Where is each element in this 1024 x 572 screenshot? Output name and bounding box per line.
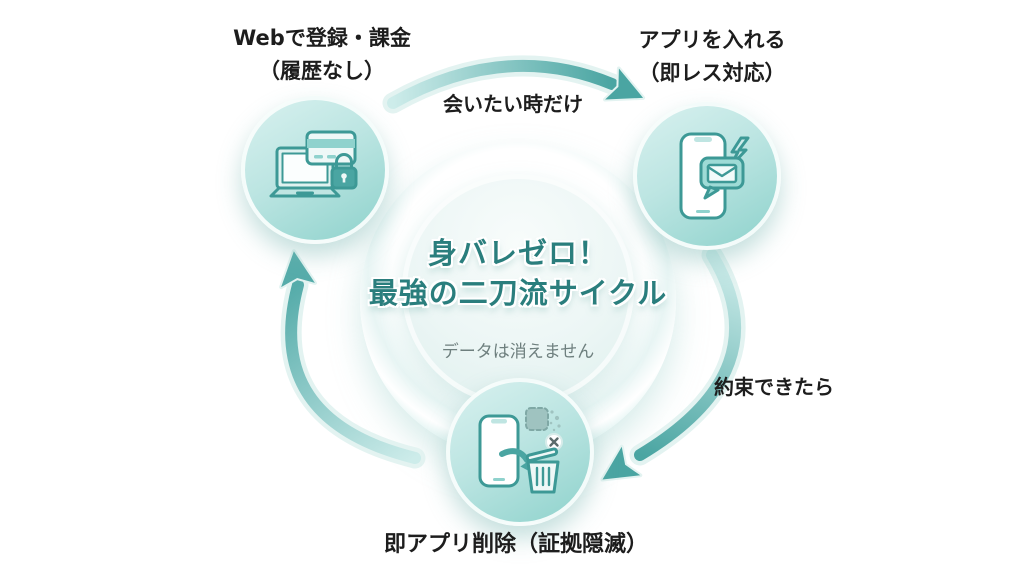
label-install-app: アプリを入れる （即レス対応） [552, 24, 872, 89]
arrow-top-web-to-app [382, 55, 646, 114]
hub-title-line1: 身バレゼロ！ [427, 235, 608, 270]
arrow-right-app-to-delete [600, 244, 746, 482]
arrowhead-top-icon [603, 66, 646, 102]
phone-trash-icon [478, 407, 563, 494]
node-delete-app [446, 378, 594, 526]
hub-title: 身バレゼロ！ 最強の二刀流サイクル [369, 233, 668, 313]
arrowhead-left-icon [279, 249, 317, 290]
hub-center-circle: 身バレゼロ！ 最強の二刀流サイクル データは消えません [369, 174, 666, 406]
hub-title-line2: 最強の二刀流サイクル [368, 275, 668, 310]
arrow-left-delete-to-web [279, 249, 426, 469]
laptop-card-lock-icon [269, 130, 358, 198]
node-install-app [633, 102, 781, 250]
label-app-line1: アプリを入れる [638, 28, 786, 52]
label-app-line2: （即レス対応） [638, 60, 786, 85]
label-delete-app: 即アプリ削除（証拠隠滅） [383, 532, 648, 557]
arrowhead-right-icon [600, 444, 643, 482]
label-web-registration: Webで登録・課金 （履歴なし） [162, 22, 482, 87]
phone-chat-lightning-icon [679, 132, 750, 220]
hub-subtitle: データは消えません [441, 341, 595, 362]
arrow-label-right: 約束できたら [714, 375, 834, 399]
label-web-line1: Webで登録・課金 [233, 26, 411, 50]
arrow-label-top: 会いたい時だけ [443, 92, 583, 116]
label-web-line2: （履歴なし） [259, 58, 385, 83]
node-web-registration [241, 96, 389, 244]
